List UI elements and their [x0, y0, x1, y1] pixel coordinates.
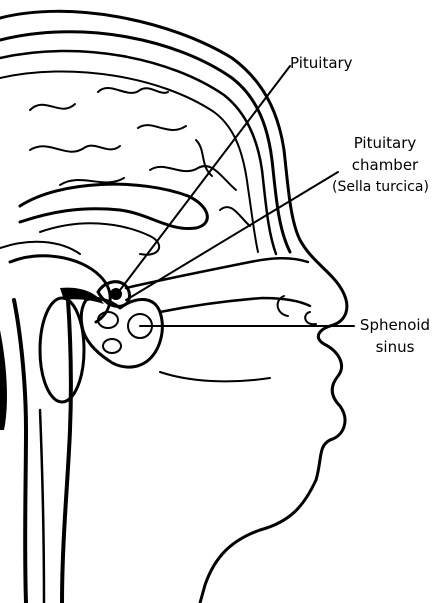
- brain-surface: [0, 71, 258, 252]
- spinal-canal: [40, 410, 44, 603]
- sinus-cells: [98, 312, 152, 353]
- medulla-oval: [40, 298, 84, 402]
- label-sphenoid-line1: Sphenoid: [352, 316, 438, 335]
- nasal-floor: [160, 298, 310, 312]
- brainstem-outline: [10, 256, 110, 322]
- label-sphenoid-line2: sinus: [352, 338, 438, 357]
- skull-outer-table: [0, 32, 290, 252]
- spinal-cord-right: [62, 300, 71, 603]
- label-pituitary-chamber-line2: chamber: [330, 156, 440, 175]
- oral-cavity: [160, 372, 270, 381]
- spinal-cord-left: [14, 300, 26, 603]
- brainstem-shadow: [0, 330, 7, 430]
- leader-pituitary-chamber: [126, 172, 338, 300]
- label-pituitary: Pituitary: [290, 54, 353, 73]
- label-pituitary-chamber-line3: (Sella turcica): [332, 178, 429, 197]
- corpus-callosum: [20, 184, 207, 228]
- face-profile-outline: [0, 11, 347, 603]
- lateral-ventricle: [40, 223, 159, 254]
- midbrain-curve: [0, 242, 80, 254]
- label-pituitary-chamber-line1: Pituitary: [330, 134, 440, 153]
- brain-gyri: [30, 88, 250, 226]
